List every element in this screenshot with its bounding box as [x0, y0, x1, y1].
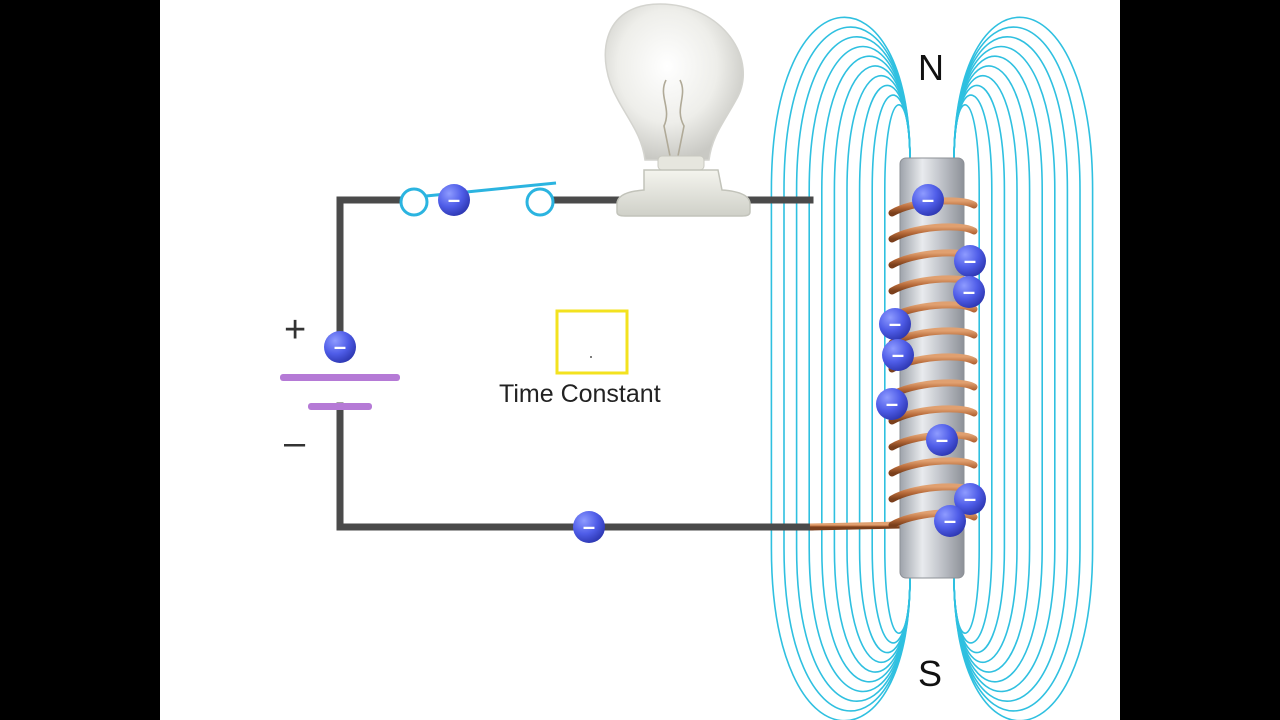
electron-icon: – [934, 505, 966, 537]
electron-icon: – [912, 184, 944, 216]
electron-icon: – [573, 511, 605, 543]
electron-sign: – [922, 187, 934, 212]
bulb-filament [662, 79, 685, 157]
electron-sign: – [963, 279, 975, 304]
switch-contact-left [399, 187, 429, 217]
field-line [953, 84, 1006, 654]
electron-icon: – [438, 184, 470, 216]
electron-body [953, 276, 985, 308]
electron-sign: – [889, 311, 901, 336]
field-line [953, 16, 1094, 720]
bulb-neck [657, 155, 705, 171]
electron-sign: – [964, 248, 976, 273]
electron-icon: – [954, 245, 986, 277]
coil-winding [888, 223, 978, 243]
electron-sign: – [936, 427, 948, 452]
electron-icon: – [876, 388, 908, 420]
electron-body [954, 245, 986, 277]
field-line [833, 65, 911, 673]
field-line [953, 36, 1069, 702]
time-constant-box [555, 309, 629, 375]
coil-lead-bottom [809, 521, 903, 531]
battery-icon [280, 374, 400, 410]
field-line [953, 55, 1043, 683]
electron-sign: – [886, 391, 898, 416]
electron-body [912, 184, 944, 216]
electron-icon: – [879, 308, 911, 340]
battery-plate-short [308, 403, 372, 410]
electron-body [573, 511, 605, 543]
open-switch-icon [399, 181, 557, 217]
electron-sign: – [964, 486, 976, 511]
electrons: –––––––––––– [324, 184, 986, 543]
circuit-wires [336, 196, 814, 531]
bulb-glass [604, 3, 745, 161]
electron-body [324, 331, 356, 363]
electron-icon: – [953, 276, 985, 308]
time-constant-label: Time Constant [499, 380, 661, 408]
electron-icon: – [954, 483, 986, 515]
electron-body [876, 388, 908, 420]
wire-left-lower [336, 402, 814, 531]
field-line [953, 74, 1018, 664]
coil-winding [888, 457, 978, 477]
field-line [846, 74, 911, 664]
electron-sign: – [583, 514, 595, 539]
field-line [770, 16, 911, 720]
north-pole-label: N [918, 47, 944, 88]
south-pole-label: S [918, 653, 942, 694]
electron-body [926, 424, 958, 456]
field-line [953, 26, 1081, 712]
field-line [858, 84, 911, 654]
electron-body [954, 483, 986, 515]
battery-positive-label: + [284, 309, 306, 351]
magnetic-field-lines [770, 16, 1094, 720]
field-line [871, 94, 911, 644]
light-bulb-icon [604, 3, 751, 217]
electron-body [934, 505, 966, 537]
field-line [821, 55, 911, 683]
switch-contact-right [525, 187, 555, 217]
field-line [808, 45, 911, 693]
electron-body [879, 308, 911, 340]
field-line [795, 36, 911, 702]
field-line [953, 45, 1056, 693]
field-line [953, 65, 1031, 673]
electron-body [882, 339, 914, 371]
electron-sign: – [944, 508, 956, 533]
electron-sign: – [892, 342, 904, 367]
bulb-base [616, 169, 751, 217]
electron-body [438, 184, 470, 216]
electron-icon: – [882, 339, 914, 371]
electromagnet-circuit-diagram: + – N S Time Constant –––––––––––– [160, 0, 1120, 720]
timer-dot [590, 356, 592, 358]
electron-icon: – [324, 331, 356, 363]
battery-negative-label: – [284, 422, 306, 464]
electron-icon: – [926, 424, 958, 456]
electron-sign: – [448, 187, 460, 212]
circuit-svg: + – N S Time Constant –––––––––––– [280, 3, 1094, 720]
field-line [783, 26, 911, 712]
field-line [953, 94, 993, 644]
battery-plate-long [280, 374, 400, 381]
electron-sign: – [334, 334, 346, 359]
